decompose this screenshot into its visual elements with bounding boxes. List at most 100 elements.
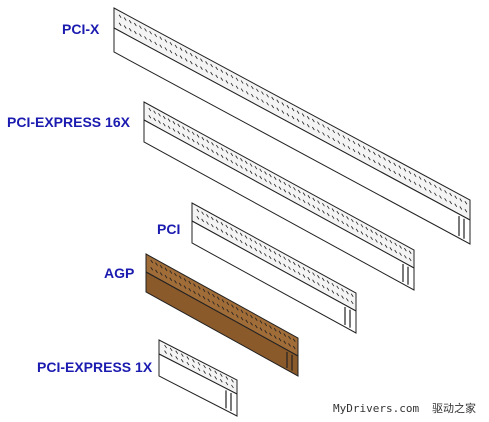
slot-pin — [164, 274, 168, 279]
watermark-chinese: 驱动之家 — [432, 401, 476, 415]
slot-pin — [240, 158, 243, 162]
slot-pin — [225, 381, 229, 386]
slot-pin — [269, 332, 272, 337]
slot-pin — [281, 102, 285, 106]
slot-pin — [283, 181, 287, 186]
slot-pin — [291, 115, 295, 120]
slot-pin — [144, 36, 147, 40]
slot-pin — [164, 47, 168, 51]
slot-pin — [225, 157, 229, 161]
label-pci-x: PCI-X — [62, 21, 100, 37]
slot-pin — [201, 218, 204, 223]
slot-pin — [180, 353, 184, 357]
slot-pin — [244, 160, 248, 165]
slot-pin — [231, 304, 234, 308]
slot-pin — [341, 288, 344, 292]
slot-pin — [373, 159, 376, 164]
slot-pin — [321, 284, 325, 289]
slot-pin — [288, 266, 291, 270]
pci-slot — [191, 202, 357, 334]
slot-pin — [283, 189, 287, 193]
slot-pin — [326, 212, 330, 217]
slot-pin — [293, 187, 296, 191]
slot-pin — [357, 143, 361, 147]
slot-pin — [454, 195, 458, 199]
slot-pin — [360, 231, 364, 235]
slot-pin — [154, 41, 158, 46]
slot-pin — [180, 359, 184, 363]
slot-pin — [164, 350, 167, 354]
slot-pin — [256, 96, 259, 101]
slot-pin — [337, 140, 341, 144]
slot-pin — [148, 115, 152, 119]
slot-pin — [283, 333, 287, 337]
slot-pin — [215, 152, 219, 156]
slot-pin — [230, 159, 234, 164]
slot-pin — [331, 208, 335, 212]
slot-pin — [164, 39, 168, 43]
slot-pin — [245, 83, 249, 87]
slot-pin — [159, 265, 163, 269]
slot-pin — [292, 345, 296, 350]
slot-pin — [164, 267, 168, 272]
slot-pin — [245, 319, 249, 323]
slot-pin — [220, 69, 224, 73]
slot-pin — [346, 223, 349, 227]
slot-pin — [186, 356, 190, 360]
slot-pin — [273, 258, 277, 262]
slot-pin — [347, 145, 351, 150]
slot-pin — [379, 234, 383, 239]
slot-pin — [179, 55, 183, 59]
slot-pin — [404, 247, 407, 252]
slot-pin — [139, 33, 142, 37]
slot-pin — [249, 170, 253, 174]
slot-pin — [208, 367, 212, 372]
slot-pin — [230, 152, 234, 157]
slot-pin — [259, 250, 262, 254]
slot-pin — [169, 277, 173, 281]
slot-pin — [307, 269, 311, 274]
slot-pin — [352, 148, 356, 153]
slot-pin — [193, 290, 196, 295]
slot-pin — [370, 229, 373, 233]
slot-pin — [312, 126, 315, 131]
slot-pin — [317, 282, 320, 286]
slot-pin — [155, 269, 158, 274]
slot-pin — [306, 124, 310, 128]
slot-pin — [219, 373, 223, 377]
slot-pin — [226, 301, 230, 306]
slot-pin — [278, 337, 282, 342]
slot-pin — [189, 52, 193, 57]
slot-pin — [207, 298, 211, 302]
slot-pin — [174, 280, 177, 284]
slot-pin — [317, 200, 320, 204]
slot-pin — [196, 141, 200, 145]
slot-pin — [317, 275, 320, 279]
slot-pin — [216, 296, 220, 300]
slot-pin — [182, 133, 185, 137]
slot-pin — [200, 58, 203, 62]
slot-pin — [219, 379, 223, 383]
slot-pin — [210, 216, 214, 221]
slot-pin — [206, 139, 210, 143]
slot-pin — [144, 28, 147, 32]
slot-pin — [240, 165, 243, 169]
slot-pin — [360, 224, 364, 228]
slot-pin — [322, 202, 325, 207]
slot-pin — [288, 184, 291, 188]
slot-pin — [276, 99, 280, 103]
slot-pin — [367, 156, 371, 161]
slot-pin — [259, 175, 263, 180]
slot-pin — [331, 290, 335, 294]
slot-pin — [321, 277, 325, 282]
slot-pin — [459, 198, 463, 202]
slot-pin — [231, 384, 234, 389]
slot-pin — [250, 93, 254, 98]
slot-pin — [226, 309, 230, 313]
slot-pin — [184, 50, 188, 54]
slot-pin — [296, 110, 300, 114]
slot-pin — [297, 196, 301, 201]
slot-pin — [355, 228, 359, 233]
slot-pin — [148, 107, 152, 112]
slot-pin — [288, 335, 291, 340]
